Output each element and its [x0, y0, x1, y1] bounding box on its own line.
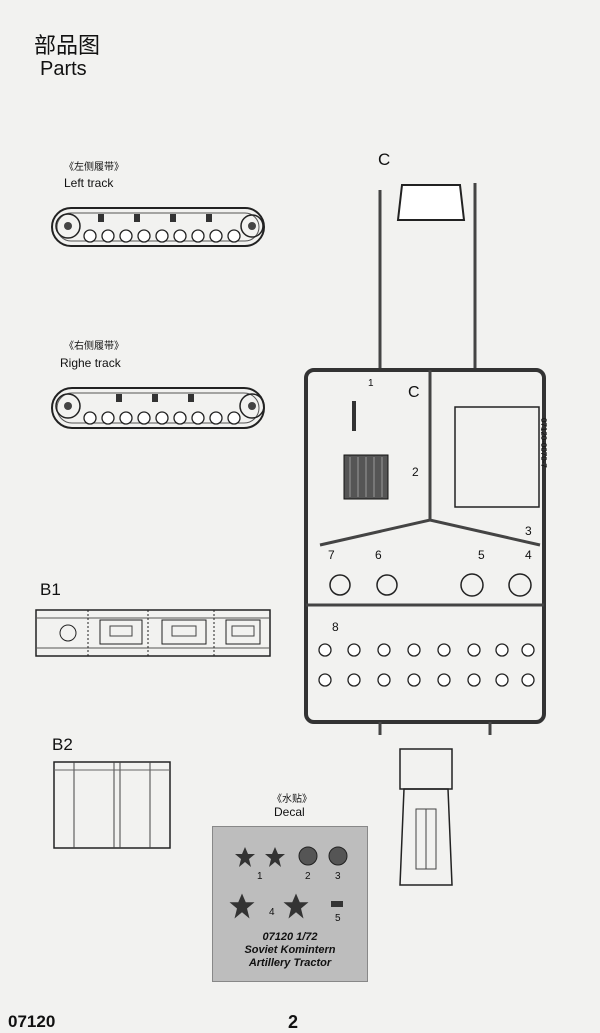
part-number-3: 3 — [525, 524, 532, 538]
decal-title-line-1: Soviet Komintern — [244, 944, 336, 956]
sprue-b1-drawing — [35, 609, 271, 657]
decal-label-cn: 《水贴》 — [272, 794, 312, 805]
decal-number-4: 4 — [269, 907, 275, 918]
sprue-c-tag: C — [408, 384, 420, 401]
part-number-7: 7 — [328, 548, 335, 562]
part-number-4: 4 — [525, 548, 532, 562]
sprue-c-label: C — [378, 150, 391, 169]
decal-code: 07120 1/72 — [262, 931, 318, 943]
sprue-b1-label: B1 — [40, 580, 61, 599]
decal-star-icon — [235, 847, 255, 867]
page-title: Parts — [40, 58, 87, 80]
part-number-2: 2 — [412, 465, 419, 479]
right-track-label: Righe track — [60, 356, 121, 370]
part-number-1: 1 — [368, 378, 374, 389]
decal-sheet: 1 2 3 4 5 07120 1/72 Soviet Komintern Ar… — [212, 826, 368, 982]
decal-plate-icon — [331, 901, 343, 907]
part-number-6: 6 — [375, 548, 382, 562]
left-track-label-cn: 《左侧履带》 — [64, 162, 124, 173]
part-number-8: 8 — [332, 620, 339, 634]
sprue-c-code: 07120-0070-7 — [539, 418, 548, 468]
decal-star-icon — [265, 847, 285, 867]
page-number: 2 — [288, 1012, 299, 1032]
right-track-label-cn: 《右侧履带》 — [64, 341, 124, 352]
part-number-5: 5 — [478, 548, 485, 562]
page-title-chinese: 部品图 — [34, 34, 101, 59]
right-track-drawing — [51, 387, 265, 429]
decal-number-2: 2 — [305, 871, 311, 882]
decal-number-5: 5 — [335, 913, 341, 924]
cab-part-drawing — [399, 748, 453, 886]
decal-label: Decal — [274, 805, 305, 819]
sprue-b2-drawing — [53, 761, 171, 849]
decal-emblem-icon — [298, 846, 318, 866]
decal-title-line-2: Artillery Tractor — [248, 957, 332, 969]
decal-star-icon — [229, 893, 255, 919]
sprue-c-drawing — [304, 183, 546, 735]
decal-number-1: 1 — [257, 871, 263, 882]
decal-emblem-icon — [328, 846, 348, 866]
footer-product-code: 07120 — [8, 1012, 56, 1031]
decal-star-icon — [283, 893, 309, 919]
decal-number-3: 3 — [335, 871, 341, 882]
left-track-drawing — [51, 207, 265, 247]
left-track-label: Left track — [64, 176, 114, 190]
sprue-b2-label: B2 — [52, 735, 73, 754]
